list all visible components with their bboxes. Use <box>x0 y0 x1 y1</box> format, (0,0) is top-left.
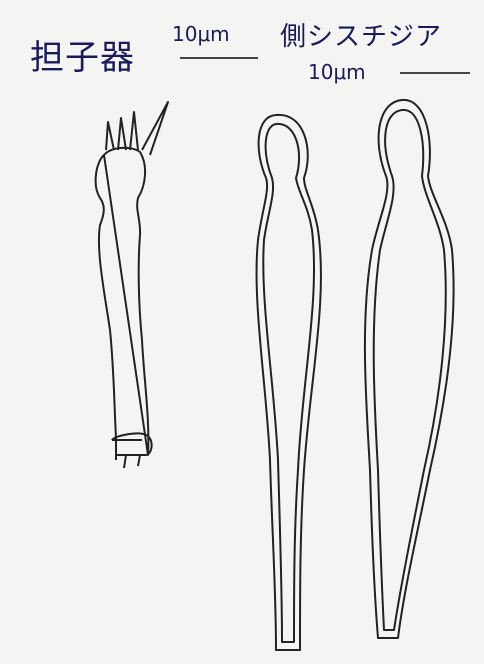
cystidium-1-drawing <box>257 115 321 650</box>
basidium-drawing <box>96 102 168 468</box>
cystidium-2-drawing <box>365 100 454 638</box>
